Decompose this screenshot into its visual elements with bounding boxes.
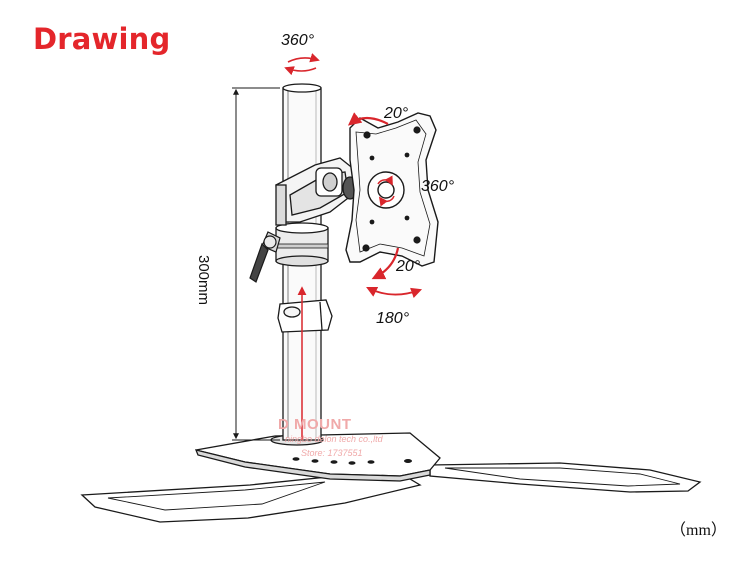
unit-label: （mm） [670, 522, 727, 539]
rotation-arrow-icon [284, 53, 320, 76]
vesa-mounting-holes [362, 126, 421, 252]
pole-rotation-label: 360° [281, 32, 315, 49]
tilt-down-label: 20° [396, 258, 421, 275]
base-screw-holes [292, 457, 412, 465]
tilt-down-arrow-icon [371, 247, 400, 280]
swivel-label: 180° [376, 310, 410, 327]
tilt-arrow-icon [347, 112, 389, 126]
lock-lever-icon [249, 231, 281, 283]
plate-rotation-label: 360° [421, 178, 455, 195]
base-right-wing [429, 462, 702, 493]
height-dimension-label: 300mm [195, 255, 212, 306]
plate-rotation-arrow-icon [377, 175, 395, 207]
swivel-arrow-icon [366, 287, 423, 298]
base-left-wing [80, 469, 422, 523]
watermark-company: ningbo delon tech co.,ltd [285, 434, 383, 444]
watermark-store: Store: 1737551 [301, 448, 363, 458]
tilt-up-label: 20° [384, 105, 409, 122]
watermark-logo: D MOUNT [278, 416, 352, 433]
cable-clip [277, 299, 333, 333]
page-title: Drawing [33, 22, 171, 56]
vesa-plate [345, 112, 439, 267]
dimension-arrow-icon [232, 87, 280, 441]
tilt-arm-bracket [275, 157, 358, 226]
pole-collar [275, 222, 329, 267]
